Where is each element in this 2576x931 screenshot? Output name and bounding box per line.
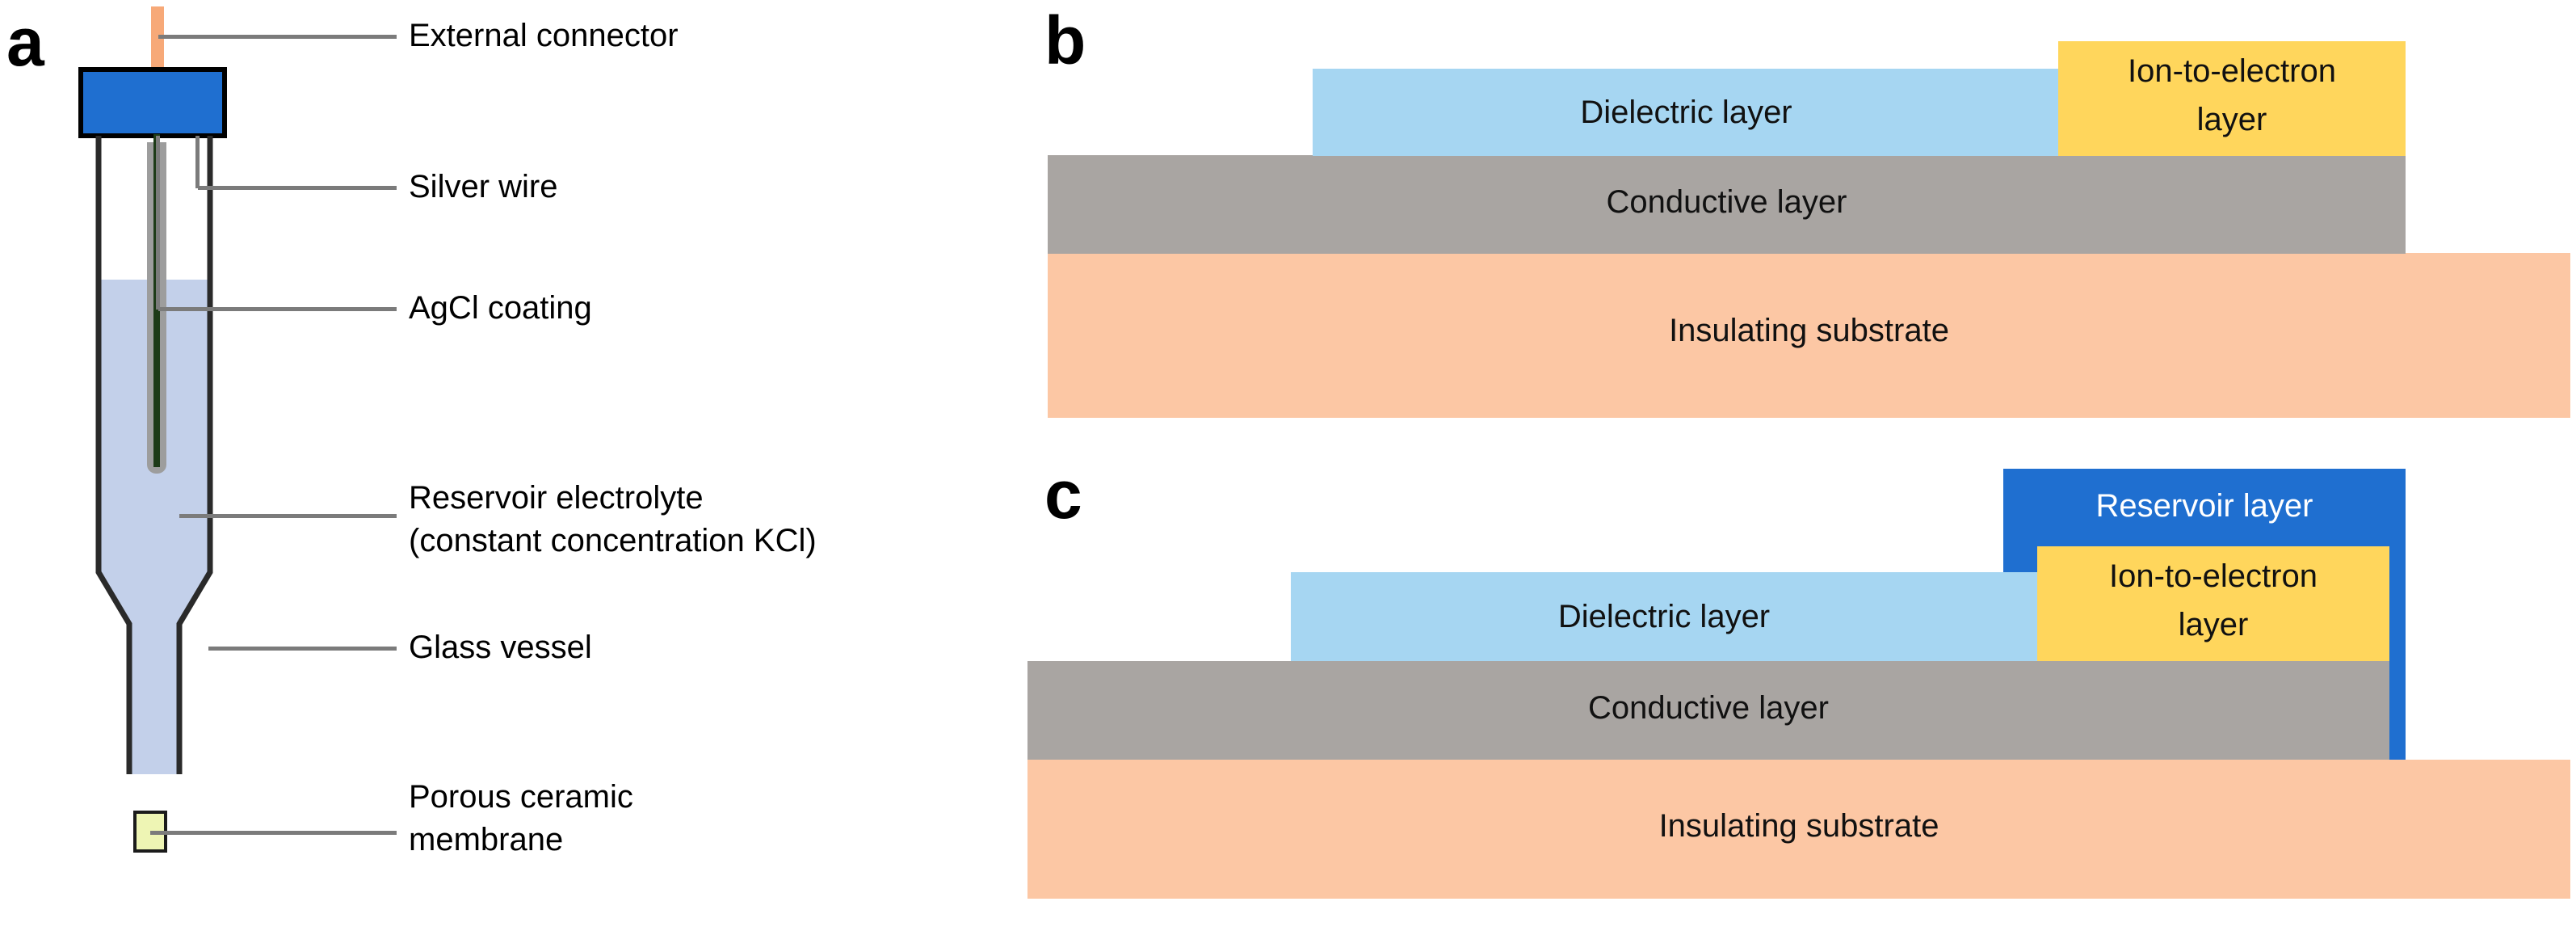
reservoir-electrolyte-fill [99,280,210,774]
panel-c-ion-to-electron-layer-label-line1: Ion-to-electron [2109,558,2318,594]
panel-b-letter: b [1044,2,1086,78]
panel-c-ion-to-electron-layer: Ion-to-electron layer [2037,546,2389,661]
panel-a: a External conne [0,0,1002,931]
leader-reservoir-electrolyte [179,514,397,518]
label-porous-membrane-line1: Porous ceramic [409,779,633,815]
panel-b-conductive-layer: Conductive layer [1048,155,2406,254]
panel-c-letter: c [1044,457,1082,533]
panel-c-conductive-layer: Conductive layer [1027,661,2389,760]
label-porous-membrane-line2: membrane [409,822,564,857]
panel-c-conductive-layer-label: Conductive layer [1588,690,1829,726]
label-agcl-coating: AgCl coating [409,290,592,326]
connector-cap [78,67,227,138]
leader-agcl-v [156,136,160,310]
panel-a-letter: a [6,4,44,80]
panel-b-ion-to-electron-layer: Ion-to-electron layer [2058,41,2406,156]
external-connector [151,6,164,67]
porous-ceramic-membrane [133,811,167,853]
leader-silver-wire-v [195,136,200,188]
panel-c-dielectric-layer-label: Dielectric layer [1557,599,1771,634]
panel-c-insulating-substrate-label: Insulating substrate [1658,808,1939,844]
panel-c-dielectric-layer: Dielectric layer [1291,572,2037,661]
label-external-connector: External connector [409,18,679,53]
panel-c-reservoir-layer-label: Reservoir layer [2095,488,2313,524]
leader-agcl-h [158,307,397,311]
panel-b-insulating-substrate-label: Insulating substrate [1669,313,1949,348]
panel-c-insulating-substrate: Insulating substrate [1027,760,2570,899]
leader-silver-wire-h [198,186,397,190]
panel-b-ion-to-electron-layer-label-line1: Ion-to-electron [2128,53,2336,89]
panel-b-dielectric-layer: Dielectric layer [1313,69,2060,156]
leader-external-connector [158,35,397,39]
panel-b-insulating-substrate: Insulating substrate [1048,253,2570,418]
glass-vessel [95,136,213,774]
label-glass-vessel: Glass vessel [409,630,592,665]
label-silver-wire: Silver wire [409,169,558,204]
label-reservoir-electrolyte-line1: Reservoir electrolyte [409,480,704,516]
label-reservoir-electrolyte-line2: (constant concentration KCl) [409,523,817,558]
panel-b-ion-to-electron-layer-label-line2: layer [2196,102,2267,137]
panel-b-dielectric-layer-label: Dielectric layer [1580,95,1792,130]
glass-vessel-outline [95,136,213,774]
leader-porous-membrane [150,831,397,835]
panel-b-conductive-layer-label: Conductive layer [1606,184,1847,220]
panel-c-ion-to-electron-layer-label-line2: layer [2178,607,2249,642]
leader-glass-vessel [208,647,397,651]
